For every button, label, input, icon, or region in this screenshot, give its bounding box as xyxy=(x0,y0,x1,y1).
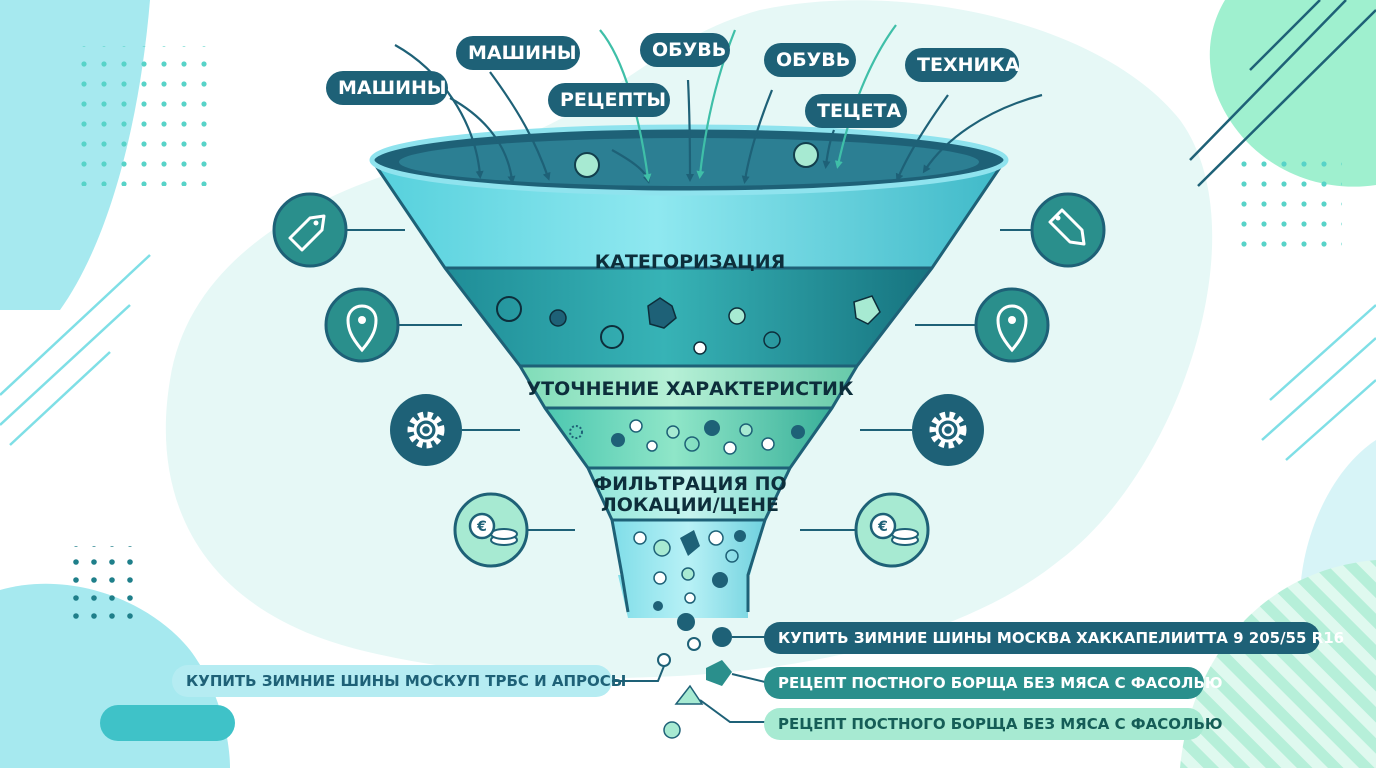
location-pin-icon xyxy=(324,287,400,363)
rejected-query-pill: КУПИТЬ ЗИМНИЕ ШИНЫ МОСКУП ТРБС И АПРОСЫ xyxy=(172,665,626,697)
keyword-pill: ТЕЦЕТА xyxy=(805,94,907,128)
price-tag-icon xyxy=(1030,192,1106,268)
output-query-pill: КУПИТЬ ЗИМНИЕ ШИНЫ МОСКВА ХАККАПЕЛИИТТА … xyxy=(764,622,1344,654)
stage-label-filtering: ФИЛЬТРАЦИЯ ПО ЛОКАЦИИ/ЦЕНЕ xyxy=(593,473,787,516)
keyword-pill: ТЕХНИКА xyxy=(905,48,1020,82)
icon-connectors xyxy=(345,229,1032,531)
euro-coins-icon: € xyxy=(453,492,529,568)
output-query-pill: РЕЦЕПТ ПОСТНОГО БОРЩА БЕЗ МЯСА С ФАСОЛЬЮ xyxy=(764,667,1223,699)
keyword-pill: МАШИНЫ xyxy=(326,71,448,105)
location-pin-icon xyxy=(974,287,1050,363)
keyword-pill: РЕЦЕПТЫ xyxy=(548,83,670,117)
incoming-arrows xyxy=(394,44,1043,184)
funnel-body xyxy=(369,124,1009,739)
euro-coins-icon: € xyxy=(854,492,930,568)
gear-icon xyxy=(390,394,462,466)
stage-label-refinement: УТОЧНЕНИЕ ХАРАКТЕРИСТИК xyxy=(526,378,854,400)
price-tag-icon xyxy=(272,192,348,268)
gear-icon xyxy=(912,394,984,466)
keyword-pill: ОБУВЬ xyxy=(764,43,856,77)
keyword-pill: МАШИНЫ xyxy=(456,36,580,70)
svg-text:€: € xyxy=(476,519,487,535)
stage-label-categorization: КАТЕГОРИЗАЦИЯ xyxy=(594,251,786,273)
svg-text:€: € xyxy=(877,519,888,535)
output-connectors xyxy=(612,636,766,723)
output-query-pill: РЕЦЕПТ ПОСТНОГО БОРЩА БЕЗ МЯСА С ФАСОЛЬЮ xyxy=(764,708,1223,740)
keyword-pill: ОБУВЬ xyxy=(640,33,730,67)
